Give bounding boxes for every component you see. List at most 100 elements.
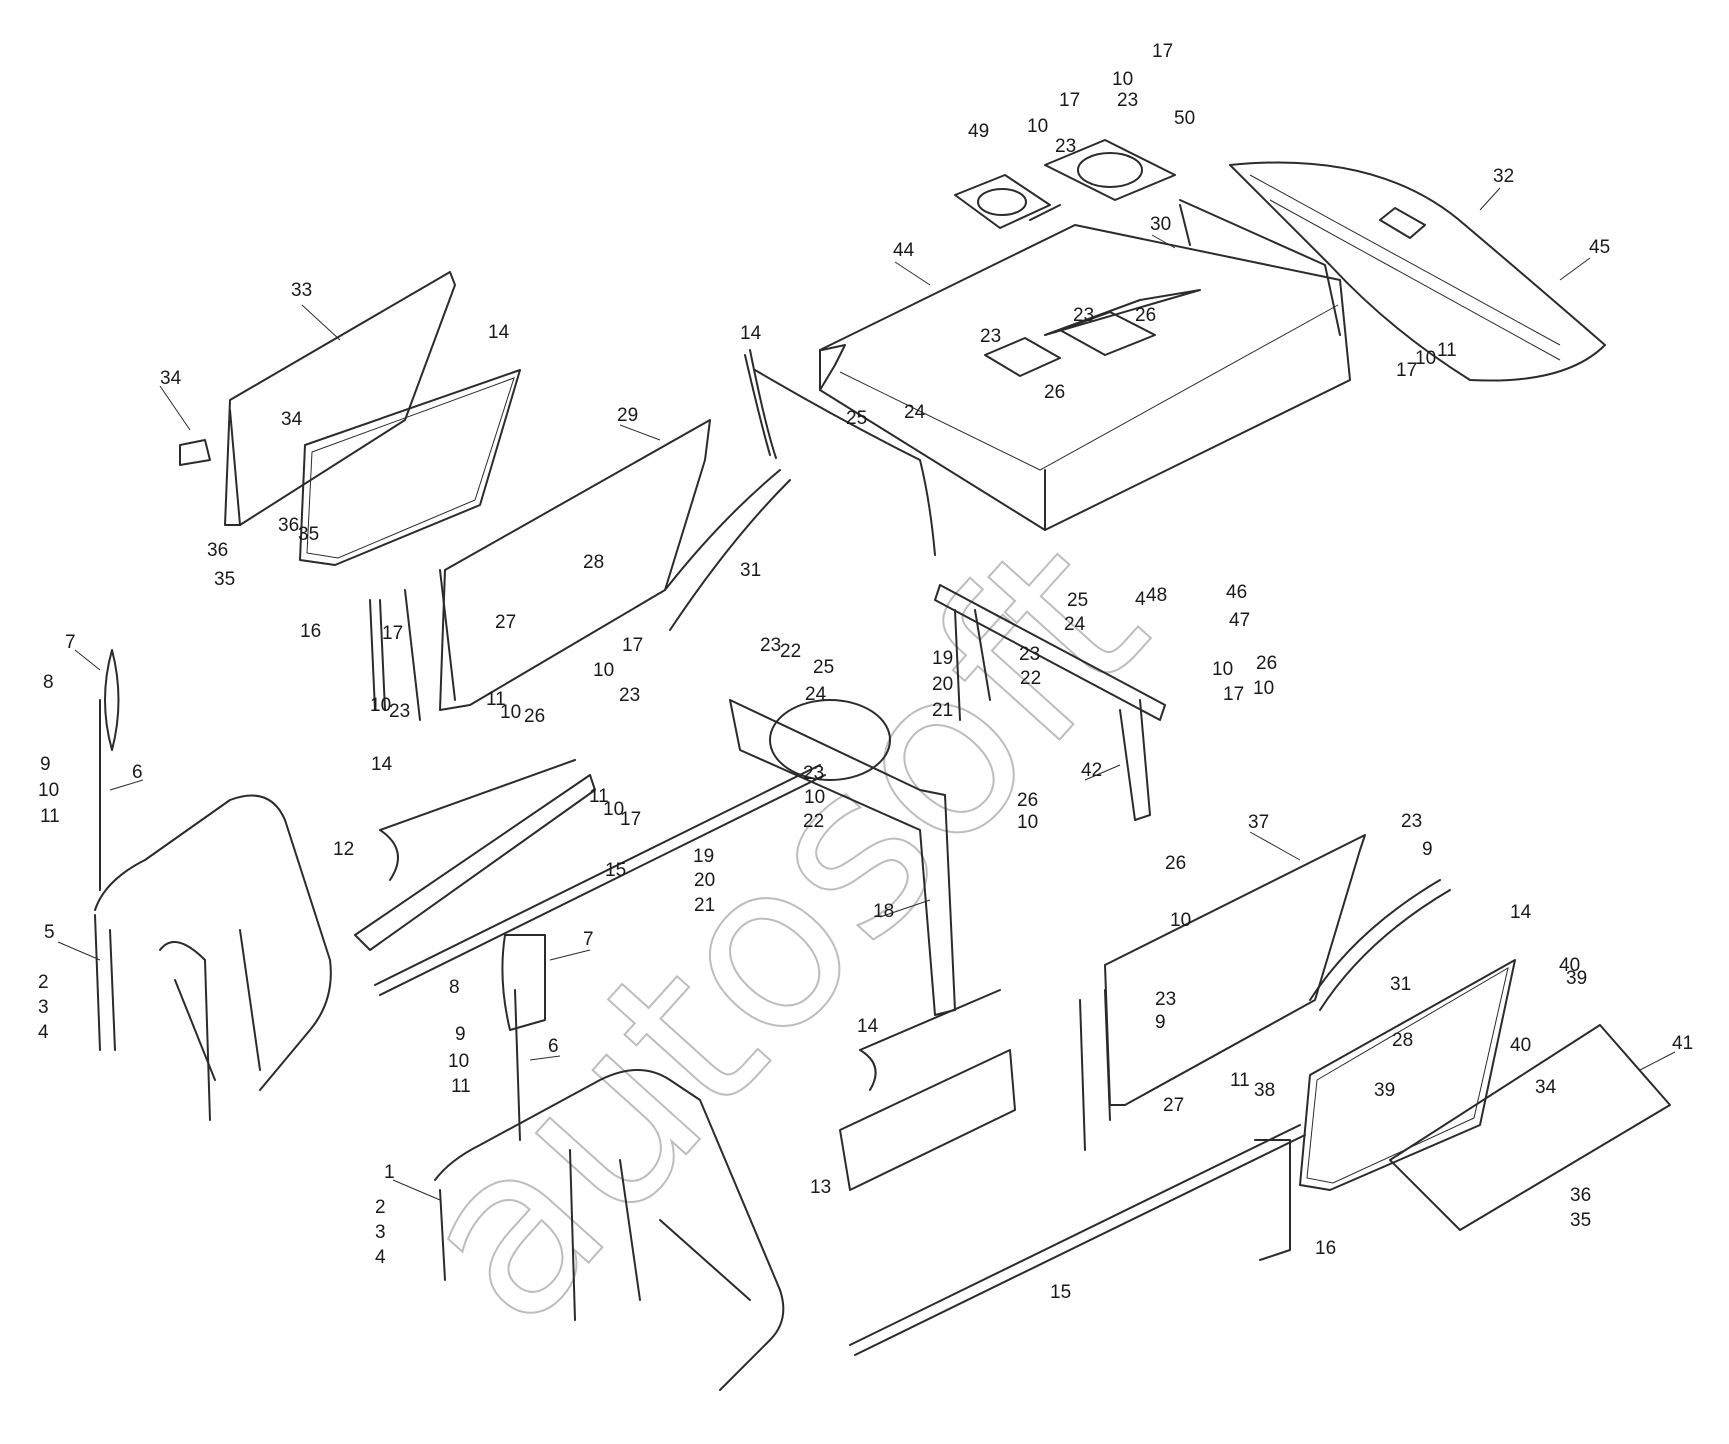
callout-10: 10 (1027, 116, 1048, 137)
callout-27: 27 (495, 612, 516, 633)
callout-45: 45 (1589, 237, 1610, 258)
callout-22: 22 (1020, 668, 1041, 689)
callout-48: 48 (1146, 585, 1167, 606)
callout-50: 50 (1174, 108, 1195, 129)
callout-21: 21 (932, 700, 953, 721)
callout-37: 37 (1248, 812, 1269, 833)
grab-handle-left (369, 599, 386, 711)
callout-39: 39 (1374, 1080, 1395, 1101)
callout-10: 10 (1112, 69, 1133, 90)
callout-22: 22 (803, 811, 824, 832)
callout-34: 34 (160, 368, 182, 389)
callout-17: 17 (1059, 90, 1080, 111)
trim-strip-left (374, 764, 826, 996)
callout-23: 23 (803, 763, 824, 784)
callout-14: 14 (371, 754, 393, 775)
callout-29: 29 (617, 405, 638, 426)
callout-9: 9 (1422, 839, 1433, 860)
callout-32: 32 (1493, 166, 1514, 187)
callout-42: 42 (1081, 760, 1102, 781)
callout-26: 26 (1017, 790, 1038, 811)
roof-panel (819, 224, 1351, 531)
callout-9: 9 (455, 1024, 466, 1045)
callout-23: 23 (1073, 305, 1094, 326)
callout-10: 10 (804, 787, 825, 808)
callout-labels: 1 2 2 3 3 4 4 4 5 6 6 7 7 8 8 9 9 9 9 10… (38, 41, 1693, 1303)
window-seal-front (754, 369, 936, 556)
callout-4: 4 (38, 1022, 49, 1043)
railing-right (434, 1069, 785, 1391)
callout-9: 9 (40, 754, 51, 775)
callout-24: 24 (1064, 614, 1086, 635)
callout-14: 14 (857, 1016, 879, 1037)
callout-30: 30 (1150, 214, 1171, 235)
callout-23: 23 (1019, 644, 1040, 665)
callout-25: 25 (846, 408, 867, 429)
callout-8: 8 (43, 672, 54, 693)
callout-23: 23 (980, 326, 1001, 347)
callout-7: 7 (583, 929, 594, 950)
trim-strip-right (849, 1124, 1306, 1356)
callout-39: 39 (1566, 968, 1587, 989)
callout-26: 26 (1256, 653, 1277, 674)
callout-8: 8 (449, 977, 460, 998)
grab-handle-right (1254, 1139, 1291, 1261)
window-seal-left (744, 349, 777, 459)
callout-10: 10 (593, 660, 614, 681)
callout-26: 26 (524, 706, 545, 727)
callout-17: 17 (622, 635, 643, 656)
callout-6: 6 (132, 762, 143, 783)
callout-47: 47 (1229, 610, 1250, 631)
callout-26: 26 (1044, 382, 1065, 403)
callout-11: 11 (40, 806, 60, 827)
callout-17: 17 (1152, 41, 1173, 62)
callout-35: 35 (298, 524, 319, 545)
callout-10: 10 (1253, 678, 1274, 699)
callout-17: 17 (382, 623, 403, 644)
callout-15: 15 (605, 860, 626, 881)
callout-10: 10 (500, 702, 521, 723)
callout-33: 33 (291, 280, 312, 301)
callout-5: 5 (44, 922, 55, 943)
callout-14: 14 (1510, 902, 1532, 923)
callout-26: 26 (1135, 305, 1156, 326)
air-intake-cover (1229, 161, 1606, 382)
callout-3: 3 (38, 997, 49, 1018)
callout-28: 28 (583, 552, 604, 573)
callout-10: 10 (1212, 659, 1233, 680)
central-frame (934, 584, 1166, 821)
callout-17: 17 (620, 809, 641, 830)
callout-14: 14 (740, 323, 762, 344)
side-panel-left (404, 419, 791, 721)
callout-23: 23 (389, 701, 410, 722)
callout-11: 11 (589, 786, 609, 807)
callout-16: 16 (300, 621, 321, 642)
callout-16: 16 (1315, 1238, 1336, 1259)
mirror-right (501, 934, 546, 1141)
door-glass-left (299, 369, 521, 566)
callout-3: 3 (375, 1222, 386, 1243)
callout-34: 34 (281, 409, 303, 430)
callout-44: 44 (893, 240, 915, 261)
callout-11: 11 (486, 689, 506, 710)
callout-24: 24 (904, 402, 926, 423)
callout-38: 38 (1254, 1080, 1275, 1101)
callout-17: 17 (1396, 360, 1417, 381)
callout-20: 20 (694, 870, 715, 891)
callout-10: 10 (1017, 812, 1038, 833)
callout-23: 23 (760, 635, 781, 656)
callout-13: 13 (810, 1177, 831, 1198)
callout-25: 25 (813, 657, 834, 678)
callout-17: 17 (1223, 684, 1244, 705)
railing-left (94, 794, 332, 1121)
callout-11: 11 (451, 1076, 471, 1097)
door-frame-right (1079, 834, 1451, 1151)
callout-24: 24 (805, 684, 827, 705)
callout-10: 10 (370, 695, 391, 716)
callout-11: 11 (1437, 340, 1457, 361)
callout-10: 10 (603, 799, 624, 820)
callout-25: 25 (1067, 590, 1088, 611)
callout-2: 2 (38, 972, 49, 993)
callout-20: 20 (932, 674, 953, 695)
